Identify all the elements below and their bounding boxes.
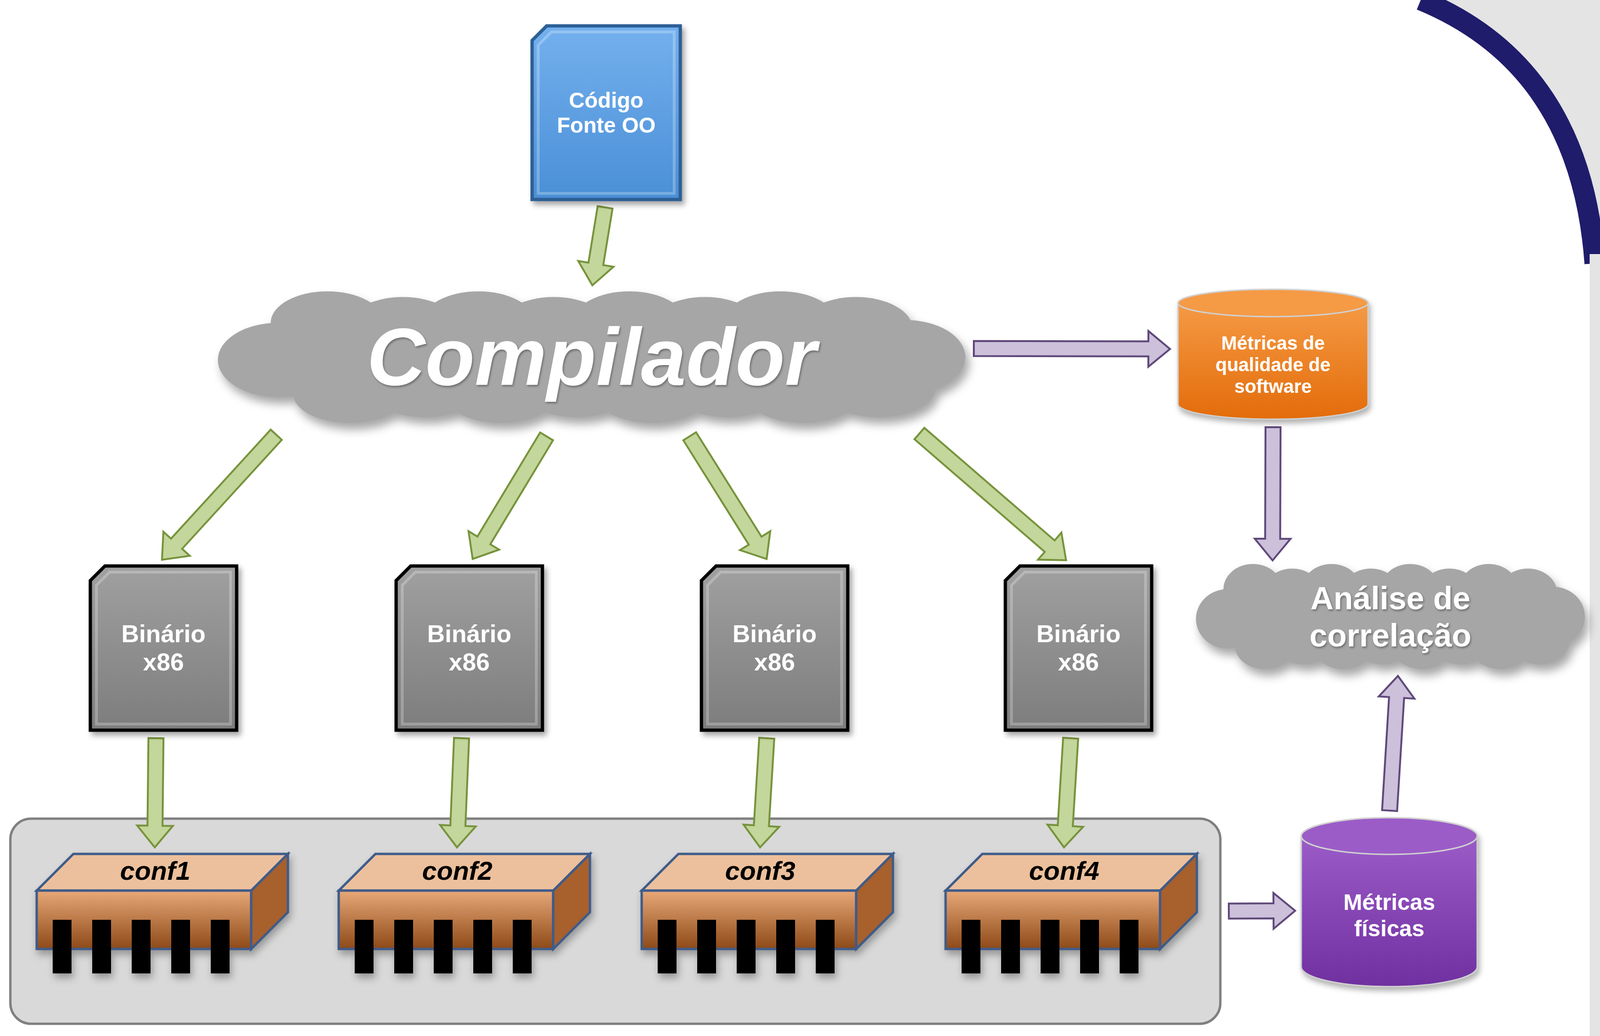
- node-label: conf3: [724, 855, 796, 886]
- block-arrow: [914, 427, 1067, 560]
- block-arrow: [973, 331, 1171, 367]
- document-bevel: [707, 572, 842, 725]
- hardware-config: conf1: [35, 852, 289, 975]
- chip-pin: [512, 919, 532, 974]
- document-outline: [396, 565, 543, 731]
- corner-band: [1420, 0, 1600, 264]
- chip-pin: [210, 919, 230, 974]
- cloud-body: [1195, 564, 1585, 670]
- block-arrow: [683, 432, 771, 559]
- binary-file: Binário x86: [1003, 564, 1154, 732]
- node-label: Binário x86: [718, 620, 832, 677]
- document-bevel: [538, 31, 675, 194]
- hardware-config: conf4: [944, 852, 1198, 975]
- cloud-lobe: [274, 308, 909, 412]
- chip-side: [1160, 853, 1197, 949]
- document-outline: [1005, 565, 1152, 731]
- physical-metrics-db: Métricas físicas: [1299, 816, 1479, 988]
- document-outline: [701, 565, 848, 731]
- document-outline: [90, 565, 237, 731]
- node-label: Compilador: [366, 310, 817, 404]
- block-arrow: [1228, 892, 1296, 929]
- compiler-cloud: Compilador: [214, 285, 970, 429]
- document-outline: [532, 25, 681, 200]
- block-arrow: [468, 432, 554, 559]
- chip-pin: [1040, 919, 1060, 974]
- chip-top: [945, 853, 1197, 891]
- source-document: Código Fonte OO: [530, 24, 682, 201]
- chip-pin: [433, 919, 453, 974]
- chip-pin: [171, 919, 191, 974]
- node-label: conf2: [421, 855, 493, 886]
- side-band: [1589, 254, 1600, 1036]
- chip-pin: [473, 919, 493, 974]
- cylinder-body: [1178, 302, 1369, 420]
- chip-top: [36, 853, 288, 891]
- block-arrow: [137, 738, 174, 848]
- hardware-config: conf3: [640, 852, 894, 975]
- chip-pin: [92, 919, 112, 974]
- hardware-panel: [10, 818, 1221, 1024]
- chip-pin: [736, 919, 756, 974]
- cloud-lobe: [844, 319, 966, 395]
- chip-pin: [1001, 919, 1020, 974]
- block-arrow: [1047, 737, 1084, 848]
- binary-file: Binário x86: [88, 564, 239, 732]
- chip-pin: [961, 919, 981, 974]
- node-label: Métricas físicas: [1328, 889, 1451, 941]
- chip-top: [641, 853, 893, 891]
- chip-pin: [354, 919, 374, 974]
- cylinder-top: [1178, 289, 1369, 317]
- chip-pin: [657, 919, 677, 974]
- block-arrow: [743, 737, 780, 848]
- block-arrow: [1378, 676, 1415, 812]
- binary-file: Binário x86: [394, 564, 544, 732]
- chip-top: [338, 853, 590, 891]
- cylinder-top: [1301, 817, 1478, 855]
- chip-pin: [815, 919, 835, 974]
- document-bevel: [96, 572, 231, 725]
- node-label: Binário x86: [413, 620, 526, 677]
- node-label: conf1: [119, 855, 191, 886]
- node-label: conf4: [1028, 855, 1099, 886]
- chip-pin: [697, 919, 717, 974]
- document-bevel: [1011, 572, 1146, 725]
- document-bevel: [402, 572, 537, 725]
- hardware-config: conf2: [337, 852, 591, 975]
- node-label: Binário x86: [1022, 620, 1136, 677]
- quality-metrics-db: Métricas de qualidade de software: [1176, 287, 1370, 421]
- block-arrow: [578, 206, 614, 286]
- cloud-lobe: [1521, 586, 1585, 646]
- correlation-cloud: Análise de correlação: [1194, 559, 1587, 674]
- block-arrow: [439, 737, 476, 848]
- node-label: Análise de correlação: [1280, 579, 1502, 653]
- chip-pin: [1080, 919, 1099, 974]
- corner-arc: [1420, 0, 1595, 264]
- chip-pin: [131, 919, 151, 974]
- chip-side: [251, 853, 288, 949]
- cloud-body: [217, 291, 966, 423]
- chip-pin: [1119, 919, 1139, 974]
- chip-pin: [776, 919, 796, 974]
- cylinder-body: [1301, 835, 1478, 987]
- node-label: Binário x86: [107, 620, 221, 677]
- chip-pin: [52, 919, 72, 974]
- chip-side: [856, 853, 893, 949]
- cloud-lobe: [217, 322, 339, 398]
- binary-file: Binário x86: [700, 564, 850, 732]
- node-label: Métricas de qualidade de software: [1197, 332, 1349, 398]
- chip-side: [553, 853, 590, 949]
- node-label: Código Fonte OO: [554, 87, 659, 138]
- block-arrow: [1254, 427, 1291, 561]
- correlation-cloud-shape: [1194, 559, 1587, 674]
- cloud-lobe: [1195, 589, 1259, 649]
- block-arrow: [161, 429, 282, 560]
- chip-pin: [394, 919, 414, 974]
